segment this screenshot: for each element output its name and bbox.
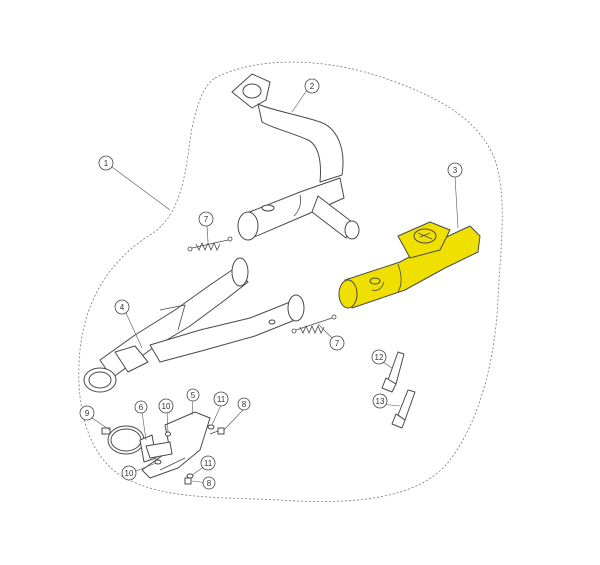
part-8-bolt-upper[interactable] bbox=[209, 427, 225, 435]
part-12-tube[interactable] bbox=[381, 351, 405, 393]
leader-5 bbox=[191, 399, 194, 416]
callout-3: 3 bbox=[447, 162, 463, 178]
callout-label: 8 bbox=[242, 400, 247, 409]
callout-6: 6 bbox=[134, 400, 148, 414]
callout-4: 4 bbox=[114, 299, 130, 315]
callout-label: 13 bbox=[376, 397, 385, 406]
callout-label: 8 bbox=[207, 479, 212, 488]
leader-7a bbox=[206, 225, 209, 243]
callout-8a: 8 bbox=[237, 397, 251, 411]
callout-13: 13 bbox=[372, 393, 388, 409]
part-3-mid-pipe[interactable] bbox=[338, 221, 481, 309]
part-7-spring-upper[interactable] bbox=[187, 236, 233, 252]
part-13-tube[interactable] bbox=[391, 389, 416, 429]
callout-label: 4 bbox=[120, 303, 125, 312]
part-6-bracket-plate[interactable] bbox=[139, 434, 173, 463]
callout-10b: 10 bbox=[121, 465, 137, 481]
callout-label: 3 bbox=[453, 166, 458, 175]
leader-8a bbox=[223, 408, 245, 431]
callout-5: 5 bbox=[186, 388, 200, 402]
callout-label: 11 bbox=[204, 459, 213, 468]
callout-1: 1 bbox=[98, 155, 114, 171]
leader-6 bbox=[141, 411, 147, 441]
callout-label: 9 bbox=[85, 409, 90, 418]
part-8-bolt-lower[interactable] bbox=[184, 477, 192, 485]
callout-label: 2 bbox=[310, 82, 315, 91]
assembly-boundary bbox=[78, 61, 503, 502]
leader-9 bbox=[91, 417, 111, 431]
callout-label: 11 bbox=[217, 395, 226, 404]
part-10-washer-lower[interactable] bbox=[154, 459, 162, 465]
leader-10a bbox=[166, 411, 169, 433]
leader-4 bbox=[125, 312, 143, 349]
callout-label: 7 bbox=[335, 339, 340, 348]
callout-10a: 10 bbox=[158, 398, 174, 414]
callout-7b: 7 bbox=[329, 335, 345, 351]
leader-11a bbox=[211, 404, 222, 426]
callout-7a: 7 bbox=[198, 211, 214, 227]
leader-2 bbox=[291, 89, 308, 113]
callout-9: 9 bbox=[79, 405, 95, 421]
callout-11a: 11 bbox=[213, 391, 229, 407]
part-2-header-pipe[interactable] bbox=[231, 73, 360, 241]
part-4-link-pipe[interactable] bbox=[83, 257, 305, 393]
callout-8b: 8 bbox=[202, 476, 216, 490]
callout-label: 6 bbox=[139, 403, 144, 412]
callout-label: 1 bbox=[104, 159, 109, 168]
part-9-clamp[interactable] bbox=[101, 425, 145, 455]
part-11-washer-upper[interactable] bbox=[207, 424, 215, 430]
callout-label: 10 bbox=[125, 469, 134, 478]
callout-label: 7 bbox=[204, 215, 209, 224]
part-7-spring-lower[interactable] bbox=[291, 314, 337, 335]
leader-1 bbox=[111, 166, 171, 211]
callout-label: 5 bbox=[191, 391, 196, 400]
callout-label: 12 bbox=[375, 353, 384, 362]
leader-3 bbox=[454, 175, 459, 229]
callout-12: 12 bbox=[371, 349, 387, 365]
callout-11b: 11 bbox=[200, 455, 216, 471]
callout-label: 10 bbox=[162, 402, 171, 411]
callout-2: 2 bbox=[304, 78, 320, 94]
part-10-washer-upper[interactable] bbox=[165, 431, 171, 437]
